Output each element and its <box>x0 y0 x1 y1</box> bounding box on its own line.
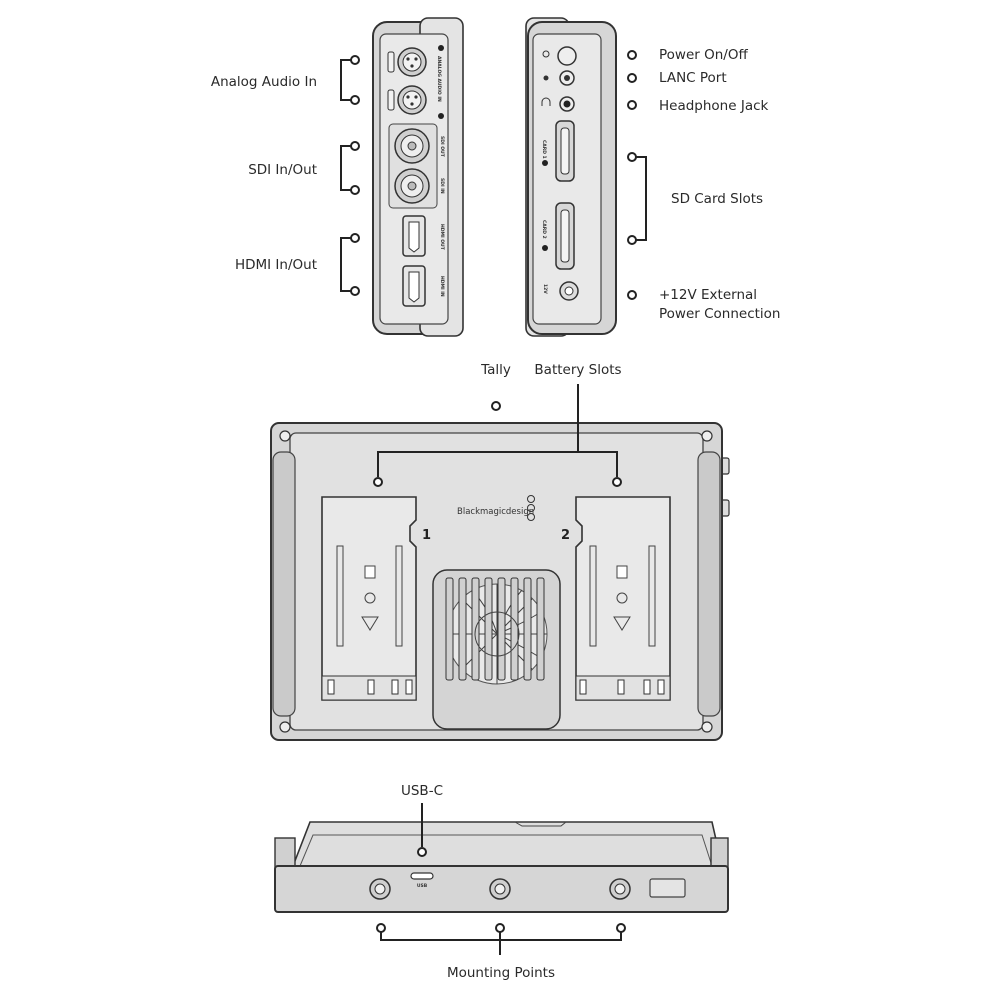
label-sd-card-slots: SD Card Slots <box>671 191 763 207</box>
left-side-panel: ANALOG AUDIO IN SDI OUT SDI IN HDMI OUT … <box>372 17 464 337</box>
back-view: 1 2 Blackmagicdesign <box>270 422 730 741</box>
battery-slot-2-number: 2 <box>561 528 570 543</box>
callout-battery-slots: Battery Slots <box>373 362 622 487</box>
cooling-fan-icon <box>432 569 561 730</box>
usb-c-port-icon: USB <box>410 872 434 889</box>
port-label-sdi-out: SDI OUT <box>439 136 445 158</box>
port-label-usb: USB <box>417 883 428 889</box>
port-label-sdi-in: SDI IN <box>439 178 445 194</box>
label-sdi-in-out: SDI In/Out <box>248 162 317 178</box>
battery-slot-2: 2 <box>561 496 671 701</box>
sd-card-slot-2-icon <box>542 202 575 270</box>
callout-tally: Tally <box>480 362 511 411</box>
xlr-connector-bottom-icon <box>387 85 427 115</box>
callout-analog-audio: Analog Audio In <box>211 55 360 105</box>
battery-slot-1-number: 1 <box>422 528 431 543</box>
brand-logo-icon <box>527 495 535 521</box>
mounting-point-3-icon <box>609 878 631 900</box>
power-connector-icon <box>559 281 579 301</box>
label-tally: Tally <box>480 362 511 378</box>
xlr-connector-top-icon <box>387 47 427 77</box>
sdi-in-bnc-icon <box>394 168 430 204</box>
label-ext-power-1: +12V External <box>659 287 757 303</box>
label-mounting-points: Mounting Points <box>447 965 555 981</box>
port-label-analog-audio: ANALOG AUDIO IN <box>436 56 442 102</box>
port-label-power: 12V <box>542 284 548 294</box>
port-label-hdmi-in: HDMI IN <box>439 276 445 297</box>
brand-logo-text: Blackmagicdesign <box>457 507 534 517</box>
label-battery-slots: Battery Slots <box>534 362 621 378</box>
power-button-icon <box>542 46 577 66</box>
port-label-card-1: CARD 1 <box>541 140 547 159</box>
sd-card-slot-1-icon <box>542 120 575 182</box>
battery-slot-1: 1 <box>321 496 431 701</box>
mounting-point-2-icon <box>489 878 511 900</box>
headphone-jack-icon <box>541 96 575 112</box>
callout-hdmi: HDMI In/Out <box>235 233 360 296</box>
label-power-on-off: Power On/Off <box>659 47 748 63</box>
callout-sdi: SDI In/Out <box>248 141 360 195</box>
port-label-card-2: CARD 2 <box>541 220 547 239</box>
callout-sd-cards: SD Card Slots <box>627 152 763 245</box>
right-side-panel: CARD 1 CARD 2 12V <box>525 17 617 337</box>
hdmi-out-port-icon <box>402 215 426 257</box>
bottom-view: USB <box>274 821 729 913</box>
label-headphone-jack: Headphone Jack <box>659 98 769 114</box>
label-usb-c: USB-C <box>401 783 443 799</box>
label-hdmi-in-out: HDMI In/Out <box>235 257 317 273</box>
port-label-hdmi-out: HDMI OUT <box>439 224 445 251</box>
mounting-point-1-icon <box>369 878 391 900</box>
hdmi-in-port-icon <box>402 265 426 307</box>
lanc-port-icon <box>543 70 575 86</box>
callout-mounting-points: Mounting Points <box>376 923 626 981</box>
label-ext-power-2: Power Connection <box>659 306 781 322</box>
sdi-out-bnc-icon <box>394 128 430 164</box>
callout-usb-c: USB-C <box>401 783 443 857</box>
label-analog-audio-in: Analog Audio In <box>211 74 317 90</box>
label-lanc-port: LANC Port <box>659 70 727 86</box>
